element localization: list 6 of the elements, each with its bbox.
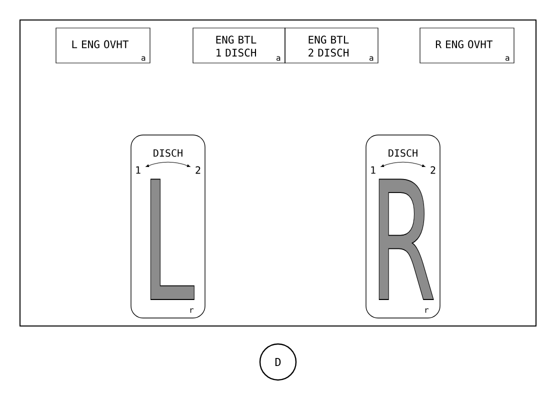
panel-frame xyxy=(20,20,536,326)
circled-letter: D xyxy=(259,343,297,381)
warning-light: R ENG OVHT a xyxy=(420,28,514,64)
warning-light: ENG BTL 1 DISCH a xyxy=(192,28,286,64)
warning-light: ENG BTL 2 DISCH a xyxy=(284,28,378,64)
warning-light: L ENG OVHT a xyxy=(56,28,150,64)
